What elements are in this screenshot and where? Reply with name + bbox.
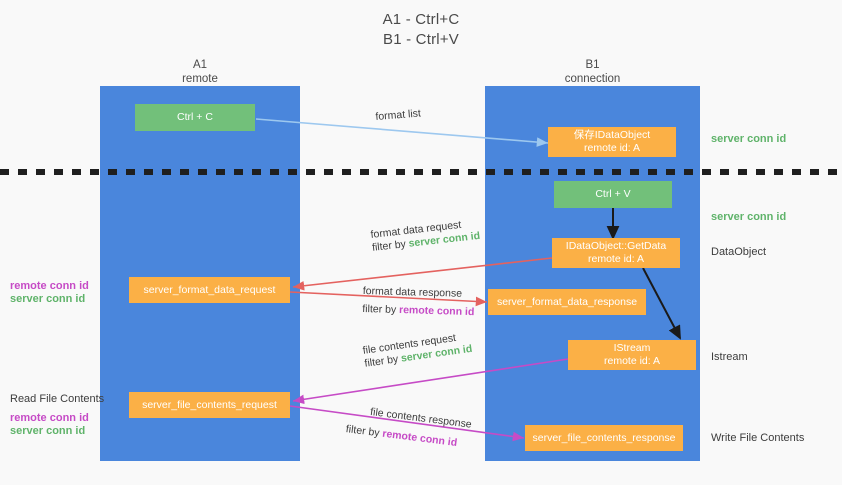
annotation-left-server-conn-id-1: server conn id <box>10 293 86 305</box>
node-server-file-contents-request-label: server_file_contents_request <box>142 398 277 411</box>
annotation-left-remote-conn-id-2: remote conn id <box>10 412 89 424</box>
caption-fcresp-key: remote conn id <box>381 427 458 450</box>
column-a1-name: A1 <box>192 59 208 71</box>
node-istream[interactable]: IStream remote id: A <box>568 340 696 370</box>
annotation-server-conn-id-mid: server conn id <box>711 211 787 223</box>
phase-divider <box>0 169 842 175</box>
title-line-2: B1 - Ctrl+V <box>383 31 459 48</box>
node-idataobject-getdata[interactable]: IDataObject::GetData remote id: A <box>552 238 680 268</box>
caption-format-data-response-line1: format data response <box>362 285 463 300</box>
node-server-format-data-request[interactable]: server_format_data_request <box>129 277 290 303</box>
column-a1-role: remote <box>182 73 218 85</box>
annotation-read-file-contents: Read File Contents <box>10 393 105 405</box>
column-header-b1: B1 connection <box>485 58 700 86</box>
column-b1-role: connection <box>564 73 621 85</box>
node-istream-line2: remote id: A <box>603 355 661 367</box>
node-save-idataobject-line2: remote id: A <box>583 142 641 154</box>
caption-file-contents-request: file contents request filter by server c… <box>362 330 473 371</box>
caption-format-data-request: format data request filter by server con… <box>370 217 481 255</box>
caption-fdreq-prefix: filter by <box>371 237 410 254</box>
caption-fcresp-prefix: filter by <box>345 423 384 440</box>
column-b1-name: B1 <box>585 59 600 71</box>
node-server-format-data-response-label: server_format_data_response <box>496 295 638 308</box>
node-server-file-contents-request[interactable]: server_file_contents_request <box>129 392 290 418</box>
caption-format-data-response: format data response filter by remote co… <box>362 285 475 319</box>
node-ctrl-c-label: Ctrl + C <box>177 111 213 123</box>
node-idataobject-getdata-line1: IDataObject::GetData <box>565 240 667 252</box>
caption-file-contents-response: file contents response filter by remote … <box>345 406 472 452</box>
node-ctrl-v[interactable]: Ctrl + V <box>554 181 672 208</box>
node-save-idataobject[interactable]: 保存IDataObject remote id: A <box>548 127 676 157</box>
title-line-1: A1 - Ctrl+C <box>382 11 460 28</box>
node-server-format-data-response[interactable]: server_format_data_response <box>488 289 646 315</box>
node-ctrl-v-label: Ctrl + V <box>595 188 631 200</box>
annotation-left-remote-conn-id-1: remote conn id <box>10 280 89 292</box>
page-title: A1 - Ctrl+C B1 - Ctrl+V <box>0 10 842 50</box>
caption-format-list-text: format list <box>375 107 422 123</box>
node-istream-line1: IStream <box>613 342 651 354</box>
column-header-a1: A1 remote <box>100 58 300 86</box>
annotation-write-file-contents: Write File Contents <box>711 432 805 444</box>
annotation-dataobject: DataObject <box>711 246 767 258</box>
node-server-file-contents-response[interactable]: server_file_contents_response <box>525 425 683 451</box>
node-ctrl-c[interactable]: Ctrl + C <box>135 104 255 131</box>
node-server-format-data-request-label: server_format_data_request <box>143 283 276 296</box>
caption-fdresp-key: remote conn id <box>398 304 475 319</box>
annotation-left-server-conn-id-2: server conn id <box>10 425 86 437</box>
caption-format-list: format list <box>375 107 421 124</box>
caption-fdresp-prefix: filter by <box>362 302 400 317</box>
node-server-file-contents-response-label: server_file_contents_response <box>532 431 676 444</box>
annotation-server-conn-id-top: server conn id <box>711 133 787 145</box>
annotation-istream: Istream <box>711 351 748 363</box>
node-idataobject-getdata-line2: remote id: A <box>587 253 645 265</box>
caption-format-data-response-line2: filter by remote conn id <box>362 303 474 319</box>
node-save-idataobject-line1: 保存IDataObject <box>573 129 651 141</box>
